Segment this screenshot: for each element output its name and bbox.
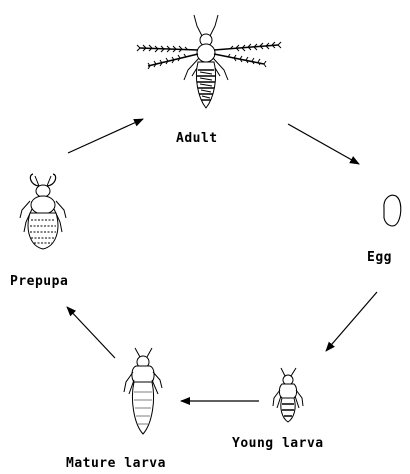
young-larva-icon	[273, 368, 303, 422]
arrow-egg-to-young-larva	[326, 292, 377, 351]
adult-thrips-icon	[137, 15, 281, 108]
stage-label-adult: Adult	[176, 131, 218, 146]
prepupa-icon	[20, 174, 66, 249]
stage-label-egg: Egg	[367, 250, 392, 265]
arrow-prepupa-to-adult	[68, 119, 143, 153]
arrow-adult-to-egg	[288, 124, 359, 164]
stage-label-prepupa: Prepupa	[10, 274, 68, 289]
stage-label-young-larva: Young larva	[232, 436, 324, 451]
stage-label-mature-larva: Mature larva	[66, 456, 166, 471]
arrow-mature-larva-to-prepupa	[67, 307, 115, 358]
egg-icon	[384, 195, 401, 226]
mature-larva-icon	[124, 348, 162, 434]
